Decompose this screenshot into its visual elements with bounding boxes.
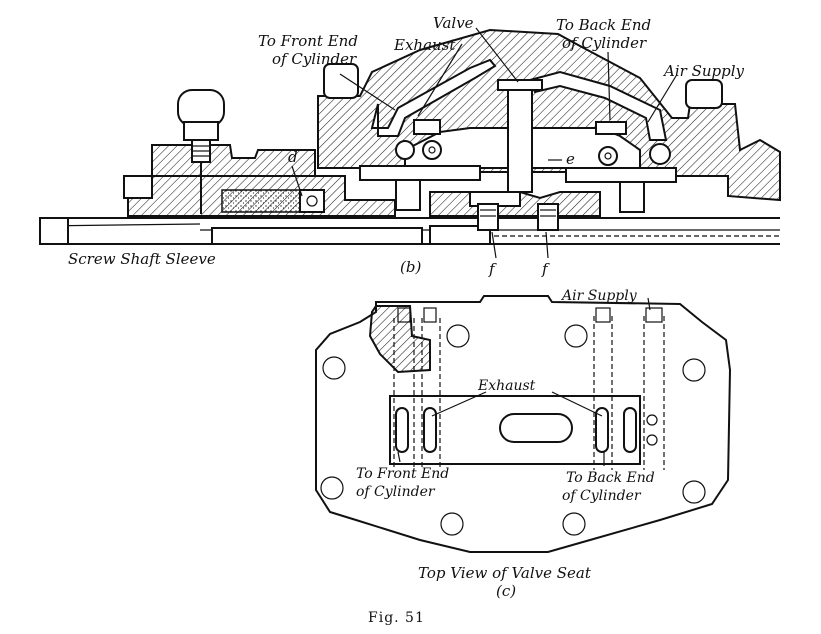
label-to-front-end-top-1: To Front End bbox=[258, 32, 358, 50]
label-c: (c) bbox=[496, 582, 516, 600]
label-to-front-end-bottom-2: of Cylinder bbox=[356, 484, 436, 500]
label-exhaust-bottom: Exhaust bbox=[477, 378, 536, 394]
valve-seat-face bbox=[389, 395, 641, 465]
leader-lines-top bbox=[291, 27, 677, 259]
label-f-1: f bbox=[488, 260, 497, 278]
label-to-back-end-top-1: To Back End bbox=[556, 16, 651, 34]
label-air-supply-top: Air Supply bbox=[662, 62, 745, 80]
section-view-b: Valve Exhaust To Front End of Cylinder T… bbox=[39, 14, 781, 278]
valve-seat-plate bbox=[315, 295, 732, 553]
bolt-holes bbox=[320, 324, 706, 536]
label-to-back-end-bottom-2: of Cylinder bbox=[562, 488, 642, 504]
label-to-back-end-top-2: of Cylinder bbox=[562, 34, 647, 52]
label-valve: Valve bbox=[433, 14, 474, 32]
top-view-c: Air Supply Exhaust To Front End of Cylin… bbox=[315, 288, 732, 600]
label-air-supply-bottom: Air Supply bbox=[560, 288, 638, 304]
label-d: d bbox=[288, 148, 298, 166]
label-screw-shaft-sleeve: Screw Shaft Sleeve bbox=[68, 250, 216, 268]
label-b: (b) bbox=[400, 258, 421, 276]
valve-body bbox=[317, 28, 781, 231]
label-to-front-end-bottom-1: To Front End bbox=[356, 466, 449, 482]
base-rail bbox=[39, 217, 780, 245]
label-exhaust-top: Exhaust bbox=[393, 36, 456, 54]
label-to-back-end-bottom-1: To Back End bbox=[566, 470, 655, 486]
left-block bbox=[123, 89, 396, 217]
label-to-front-end-top-2: of Cylinder bbox=[272, 50, 357, 68]
label-top-view: Top View of Valve Seat bbox=[418, 564, 592, 582]
label-e: e bbox=[566, 150, 575, 168]
label-f-2: f bbox=[541, 260, 550, 278]
figure-caption: Fig. 51 bbox=[368, 610, 425, 626]
